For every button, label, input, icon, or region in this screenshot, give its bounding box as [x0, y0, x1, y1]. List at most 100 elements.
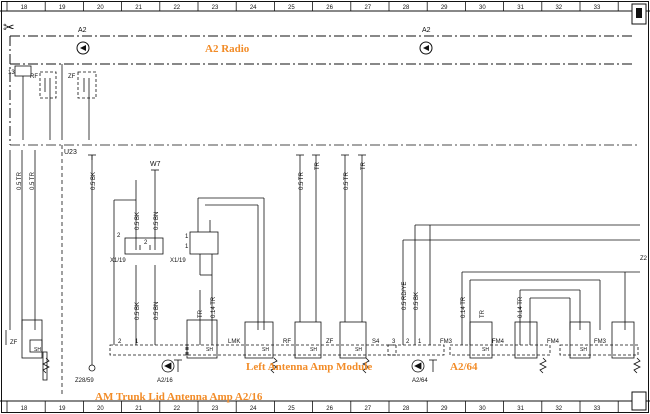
ruler-bottom-label: 21: [135, 406, 142, 412]
label-z28-59: Z28/59: [75, 378, 94, 384]
pin-label-fm3-b: FM3: [594, 339, 607, 345]
ruler-bottom: [6, 401, 619, 412]
label-w7: W7: [150, 161, 161, 168]
wire-center-1: 0.5 TR: [299, 171, 305, 190]
a2-16-block: [109, 344, 189, 373]
wire-tr-r2: 0.14 TR: [518, 296, 524, 318]
ruler-bottom-label: 27: [364, 406, 371, 412]
ruler-bottom-labels: 1819202122232425262728293031323334: [21, 406, 640, 412]
ruler-bottom-label: 18: [21, 406, 28, 412]
label-zf-left: ZF: [10, 340, 18, 346]
ruler-bottom-label: 26: [326, 406, 333, 412]
ruler-top: [6, 2, 619, 11]
ruler-top-label: 23: [212, 5, 219, 11]
a2-symbol-right: A2: [419, 27, 433, 55]
pin-label-fm3-a: FM3: [440, 339, 453, 345]
pin-num-a1: 1: [135, 339, 139, 345]
corner-box-bottom: [631, 391, 647, 411]
label-sh-5: SH: [355, 347, 362, 353]
bk-bn-column: [88, 154, 164, 372]
wire-bn-mid: 0.5 BN: [154, 212, 160, 230]
a2-symbol-left: A2: [76, 27, 90, 55]
label-a2-16: A2/16: [157, 378, 173, 384]
pin-2b: 2: [144, 240, 148, 246]
wire-tr-b: TR: [198, 309, 204, 318]
ruler-bottom-label: 33: [594, 406, 601, 412]
label-sh-1: SH: [34, 347, 41, 353]
pin-1b: 1: [185, 244, 189, 250]
scissors-icon: ✂: [3, 19, 15, 35]
ruler-bottom-label: 23: [212, 406, 219, 412]
ruler-top-label: 30: [479, 5, 486, 11]
ruler-top-label: 31: [517, 5, 524, 11]
label-sh-6: SH: [482, 347, 489, 353]
wire-left-1: 0.5 TR: [17, 171, 23, 190]
svg-text:A2: A2: [422, 27, 431, 34]
ruler-top-label: 27: [364, 5, 371, 11]
label-u23: U23: [64, 149, 77, 156]
pin-label-zf: ZF: [326, 339, 334, 345]
pin-num-a0: 2: [118, 339, 122, 345]
connector-x1-19-a: X1/19: [110, 258, 126, 264]
ruler-top-label: 18: [21, 5, 28, 11]
wire-tr-r3: TR: [480, 309, 486, 318]
wire-tr-r1: 0.14 TR: [461, 296, 467, 318]
ruler-top-label: 32: [555, 5, 562, 11]
ruler-bottom-label: 28: [403, 406, 410, 412]
ruler-top-label: 21: [135, 5, 142, 11]
label-rf-top: RF: [30, 74, 38, 80]
u23-divider: [10, 144, 640, 395]
center-connectors: [185, 154, 397, 359]
wire-center-4: TR: [361, 161, 367, 170]
ruler-bottom-label: 19: [59, 406, 66, 412]
label-a2-64: A2/64: [412, 378, 428, 384]
pin-num-b1: 2: [406, 339, 410, 345]
label-sh-2: SH: [206, 347, 213, 353]
connector-x1-19-b: X1/19: [170, 258, 186, 264]
ruler-bottom-label: 24: [250, 406, 257, 412]
ruler-bottom-label: 30: [479, 406, 486, 412]
ruler-top-label: 25: [288, 5, 295, 11]
pin-label-fm4-b: FM4: [547, 339, 560, 345]
title-am-trunk: AM Trunk Lid Antenna Amp A2/16: [95, 391, 263, 403]
label-z2: Z2: [640, 256, 648, 262]
wire-left-2: 0.5 TR: [30, 171, 36, 190]
label-zf-top: ZF: [68, 74, 76, 80]
a2-radio-housing: [9, 35, 635, 145]
ruler-top-label: 19: [59, 5, 66, 11]
pin-label-rf: RF: [283, 339, 291, 345]
pin-label-s4: S4: [372, 339, 380, 345]
pin-num-b0: 3: [392, 339, 396, 345]
wire-rdye: 0.5 RD/YE: [402, 282, 408, 310]
wire-bk-top: 0.5 BK: [91, 172, 97, 190]
ruler-top-label: 26: [326, 5, 333, 11]
label-13: 13: [8, 70, 15, 76]
title-a2-64: A2/64: [450, 361, 478, 373]
wire-tr-a: 0.14 TR: [211, 296, 217, 318]
ruler-top-label: 28: [403, 5, 410, 11]
ruler-bottom-label: 22: [173, 406, 180, 412]
wire-center-3: 0.5 TR: [344, 171, 350, 190]
wire-bn-low: 0.5 BN: [154, 302, 160, 320]
ruler-bottom-label: 20: [97, 406, 104, 412]
ruler-top-label: 29: [441, 5, 448, 11]
ruler-top-label: 24: [250, 5, 257, 11]
pin-2a: 2: [117, 233, 121, 239]
wire-bk-low: 0.5 BK: [135, 302, 141, 320]
label-sh-4: SH: [310, 347, 317, 353]
ruler-top-labels: 1819202122232425262728293031323334: [21, 5, 640, 11]
right-wiring: [387, 224, 640, 373]
svg-text:A2: A2: [78, 27, 87, 34]
label-sh-3: SH: [262, 347, 269, 353]
pin-label-fm4-a: FM4: [492, 339, 505, 345]
wire-bk-right: 0.5 BK: [414, 292, 420, 310]
pin-num-b2: 1: [418, 339, 422, 345]
pin-label-lmk: LMK: [228, 339, 240, 345]
ruler-top-label: 22: [173, 5, 180, 11]
title-left-antenna: Left Antenna Amp Module: [246, 361, 372, 373]
label-sh-7: SH: [580, 347, 587, 353]
corner-mark-top: [636, 8, 642, 18]
